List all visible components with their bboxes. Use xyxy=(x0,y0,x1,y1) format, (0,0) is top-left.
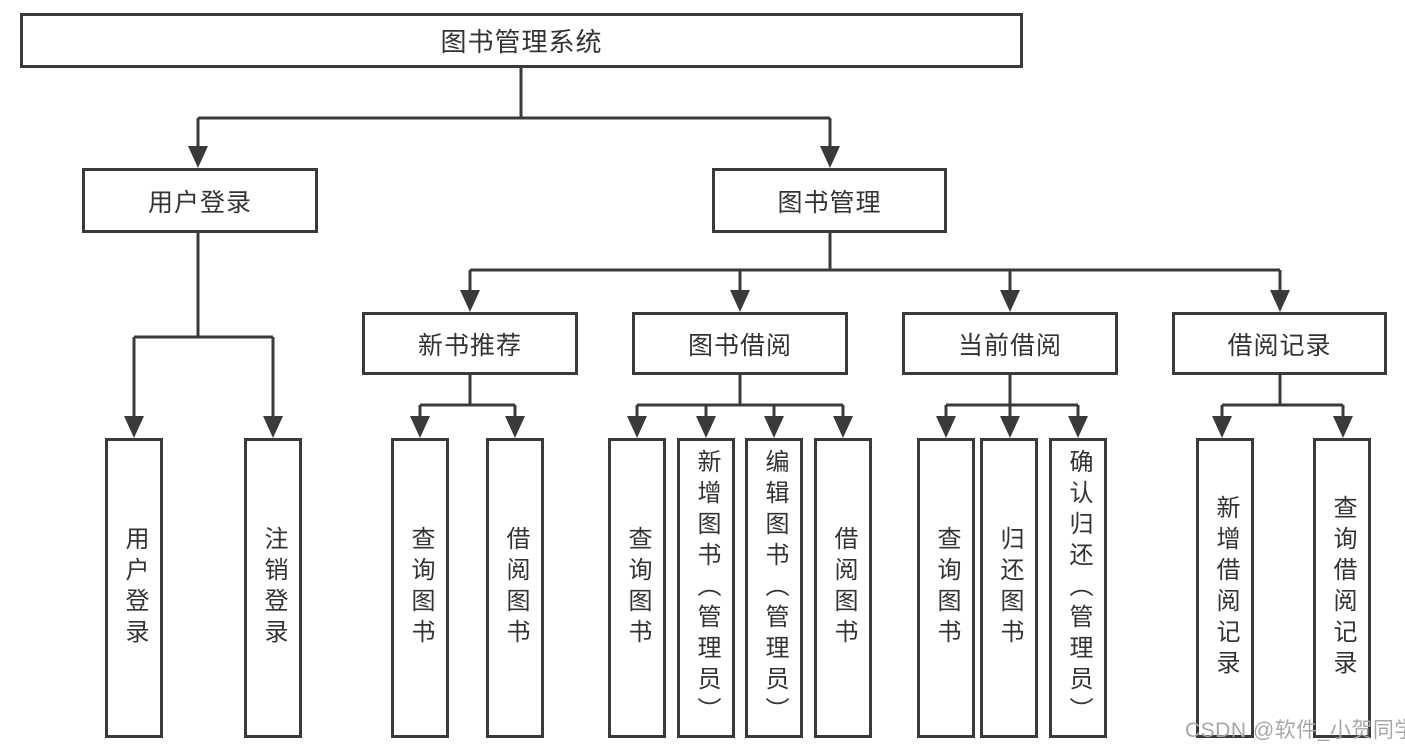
node-borrowing-records: 借阅记录 xyxy=(1172,312,1387,375)
leaf-bb-borrow-books: 借阅图书 xyxy=(814,438,872,738)
node-current-borrowing: 当前借阅 xyxy=(902,312,1118,375)
leaf-ul-logout: 注销登录 xyxy=(244,438,302,738)
leaf-label: 查询图书 xyxy=(624,526,651,650)
arrowhead-icon xyxy=(460,290,480,312)
arrowhead-icon xyxy=(833,416,853,438)
arrowhead-icon xyxy=(730,290,750,312)
leaf-label: 确认归还（管理员） xyxy=(1065,448,1092,728)
leaf-cb-query-books: 查询图书 xyxy=(917,438,975,738)
arrowhead-icon xyxy=(188,146,208,168)
arrowhead-icon xyxy=(696,416,716,438)
arrowhead-icon xyxy=(263,416,283,438)
leaf-label: 新增图书（管理员） xyxy=(693,448,720,728)
arrowhead-icon xyxy=(124,416,144,438)
arrowhead-icon xyxy=(936,416,956,438)
leaf-label: 新增借阅记录 xyxy=(1212,495,1239,681)
arrowhead-icon xyxy=(820,146,840,168)
leaf-label: 借阅图书 xyxy=(830,526,857,650)
leaf-label: 查询借阅记录 xyxy=(1329,495,1356,681)
leaf-label: 用户登录 xyxy=(121,526,148,650)
leaf-label: 编辑图书（管理员） xyxy=(761,448,788,728)
arrowhead-icon xyxy=(1000,290,1020,312)
node-new-book-recommend: 新书推荐 xyxy=(362,312,578,375)
leaf-label: 借阅图书 xyxy=(502,526,529,650)
leaf-label: 查询图书 xyxy=(933,526,960,650)
node-user-login: 用户登录 xyxy=(82,168,318,233)
arrowhead-icon xyxy=(627,416,647,438)
arrowhead-icon xyxy=(1212,416,1232,438)
leaf-br-query-record: 查询借阅记录 xyxy=(1313,438,1371,738)
arrowhead-icon xyxy=(1068,416,1088,438)
leaf-bb-query-books: 查询图书 xyxy=(608,438,666,738)
leaf-bb-edit-books-admin: 编辑图书（管理员） xyxy=(745,438,803,738)
leaf-ul-user-login: 用户登录 xyxy=(105,438,163,738)
arrowhead-icon xyxy=(1000,416,1020,438)
leaf-label: 归还图书 xyxy=(996,526,1023,650)
leaf-cb-confirm-return-admin: 确认归还（管理员） xyxy=(1049,438,1107,738)
arrowhead-icon xyxy=(1270,290,1290,312)
arrowhead-icon xyxy=(764,416,784,438)
leaf-br-add-record: 新增借阅记录 xyxy=(1196,438,1254,738)
arrowheads xyxy=(124,146,1353,438)
leaf-label: 注销登录 xyxy=(260,526,287,650)
arrowhead-icon xyxy=(505,416,525,438)
leaf-label: 查询图书 xyxy=(407,526,434,650)
node-book-management: 图书管理 xyxy=(712,168,947,233)
watermark: CSDN @软件_小贺同学 xyxy=(1185,719,1405,742)
leaf-bb-add-books-admin: 新增图书（管理员） xyxy=(677,438,735,738)
connector-path xyxy=(132,68,1345,420)
node-library-system: 图书管理系统 xyxy=(20,13,1023,68)
leaf-rec-query-books: 查询图书 xyxy=(391,438,449,738)
node-book-borrowing: 图书借阅 xyxy=(632,312,848,375)
leaf-rec-borrow-books: 借阅图书 xyxy=(486,438,544,738)
leaf-cb-return-books: 归还图书 xyxy=(980,438,1038,738)
arrowhead-icon xyxy=(410,416,430,438)
arrowhead-icon xyxy=(1333,416,1353,438)
